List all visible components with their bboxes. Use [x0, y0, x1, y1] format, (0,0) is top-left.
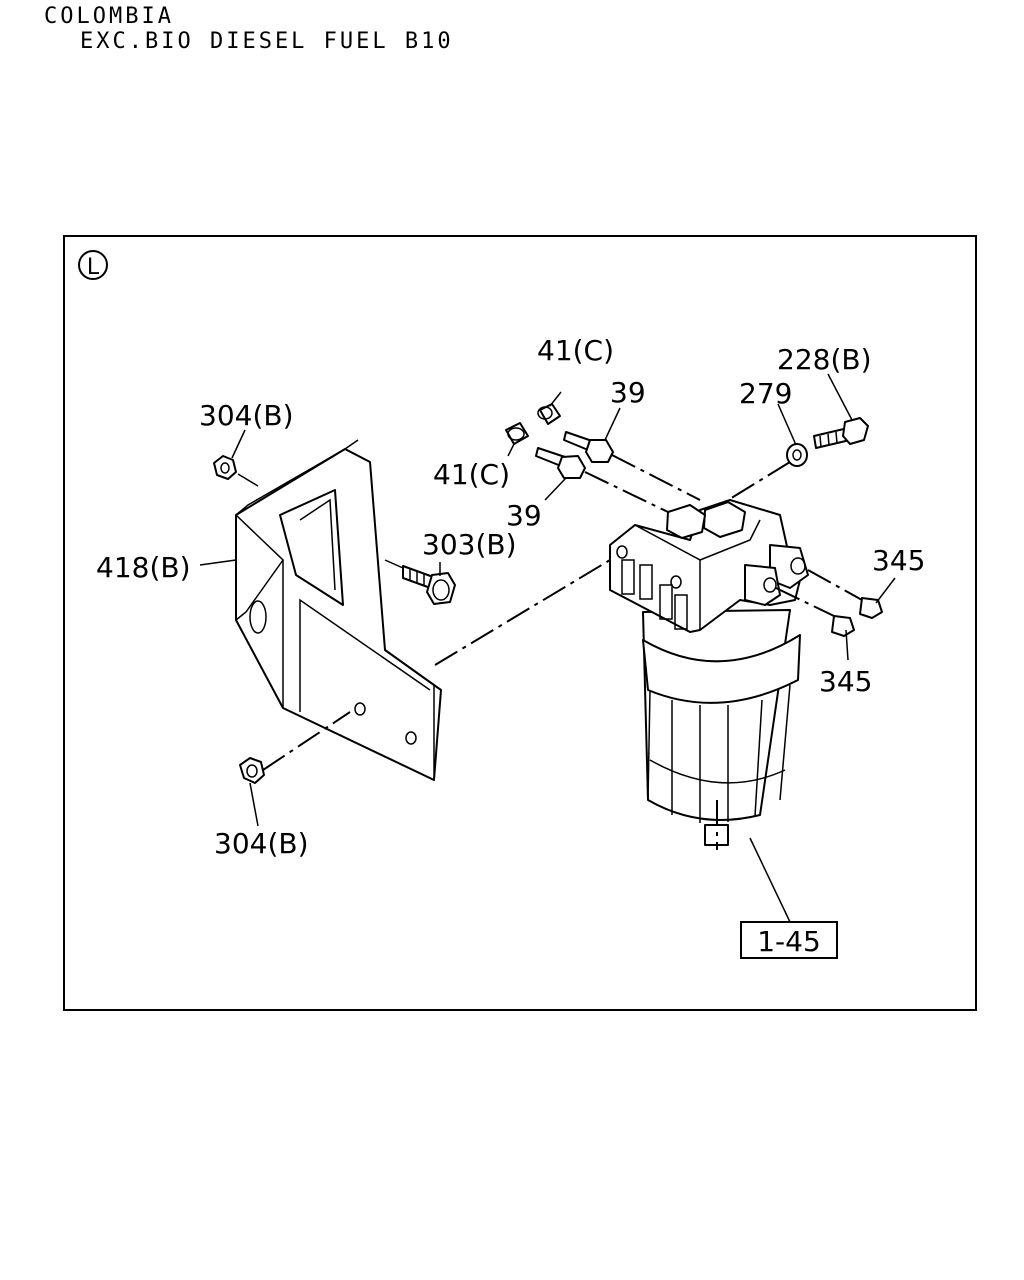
- washer-279[interactable]: [786, 443, 808, 467]
- svg-text:L: L: [87, 255, 100, 280]
- header-region-label: COLOMBIA: [44, 4, 174, 29]
- header-variant-label: EXC.BIO DIESEL FUEL B10: [80, 29, 454, 54]
- bracket-part[interactable]: [235, 439, 442, 781]
- fitting-39-mid[interactable]: [535, 447, 586, 479]
- fitting-39-top[interactable]: [563, 431, 614, 463]
- clip-41c-top[interactable]: [537, 403, 561, 425]
- callout-box-1-45: [740, 921, 838, 959]
- plug-345-bottom[interactable]: [831, 615, 855, 637]
- callout-39-top: 39: [610, 376, 646, 409]
- callout-279: 279: [739, 377, 792, 410]
- view-marker: L: [78, 250, 108, 280]
- callout-303b: 303(B): [422, 528, 517, 561]
- assembly-centerlines: [262, 454, 863, 850]
- callout-304b-top: 304(B): [199, 399, 294, 432]
- nut-304b-bottom[interactable]: [239, 757, 265, 784]
- plug-345-top[interactable]: [859, 597, 883, 619]
- callout-418b: 418(B): [96, 551, 191, 584]
- callout-345-top: 345: [872, 544, 925, 577]
- bolt-228b[interactable]: [813, 417, 869, 449]
- leader-lines: [199, 373, 896, 923]
- nut-304b-top[interactable]: [213, 455, 237, 480]
- callout-345-bottom: 345: [819, 665, 872, 698]
- callout-39-mid: 39: [506, 499, 542, 532]
- fuel-filter-assembly[interactable]: [609, 499, 809, 846]
- callout-1-45[interactable]: 1-45: [757, 925, 821, 958]
- callout-228b: 228(B): [777, 343, 872, 376]
- clip-41c-mid[interactable]: [505, 422, 529, 445]
- callout-304b-bottom: 304(B): [214, 827, 309, 860]
- callout-41c-top: 41(C): [537, 334, 614, 367]
- bolt-303b[interactable]: [402, 565, 456, 605]
- callout-41c-mid: 41(C): [433, 458, 510, 491]
- diagram-frame: [63, 235, 977, 1011]
